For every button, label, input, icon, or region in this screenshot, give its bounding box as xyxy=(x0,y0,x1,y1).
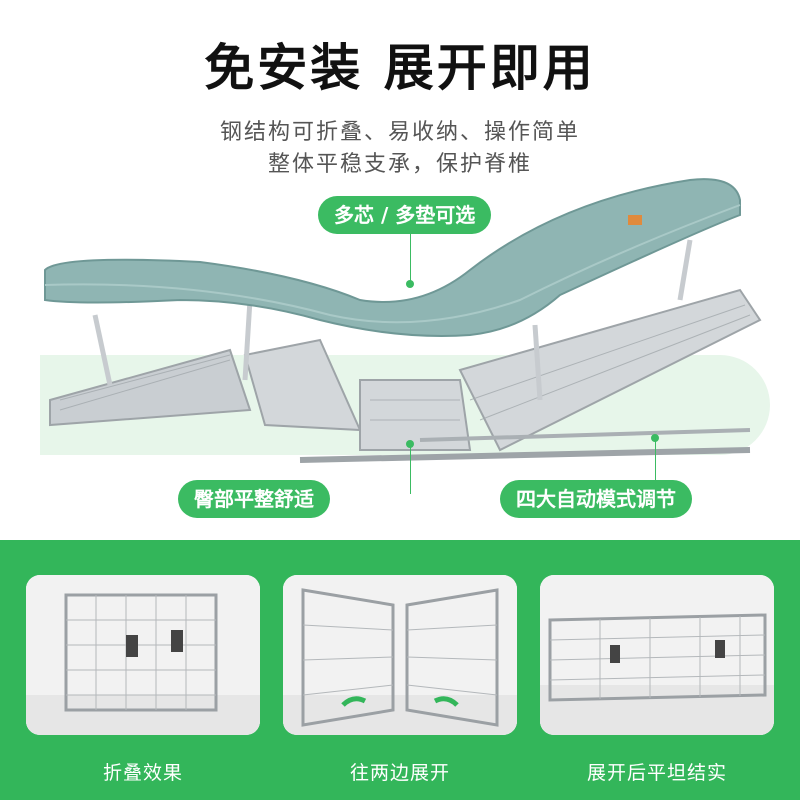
flat-frame-photo xyxy=(540,575,774,735)
gallery-card-unfolding xyxy=(283,575,517,735)
hero-section: 免安装 展开即用 钢结构可折叠、易收纳、操作简单 整体平稳支承，保护脊椎 xyxy=(40,39,770,518)
arrow-right-icon xyxy=(433,696,459,707)
folded-frame-photo xyxy=(26,575,260,735)
gallery-card-folded xyxy=(26,575,260,735)
mattress xyxy=(44,178,741,337)
callout-leader-top xyxy=(410,234,411,282)
unfolding-frame-photo xyxy=(283,575,517,735)
subtitle-line-1: 钢结构可折叠、易收纳、操作简单 xyxy=(219,120,580,145)
callout-dot-top xyxy=(406,280,414,288)
bed-frame xyxy=(49,239,762,463)
gallery-card-flat xyxy=(540,575,774,735)
subtitle-line-2: 整体平稳支承，保护脊椎 xyxy=(267,152,532,177)
mattress-tag-icon xyxy=(628,215,642,225)
callout-leader-left xyxy=(410,442,411,494)
callout-dot-left xyxy=(406,440,414,448)
callout-leader-right xyxy=(655,438,656,480)
gallery-caption-folded: 折叠效果 xyxy=(102,762,183,784)
arrow-left-icon xyxy=(341,696,367,707)
callout-auto-modes: 四大自动模式调节 xyxy=(500,480,692,518)
page-title: 免安装 展开即用 xyxy=(204,39,596,97)
gallery-caption-flat: 展开后平坦结实 xyxy=(586,762,727,784)
callout-hip-comfort: 臀部平整舒适 xyxy=(178,480,330,518)
adjustable-bed-illustration xyxy=(44,178,762,463)
gallery-caption-unfolding: 往两边展开 xyxy=(349,762,450,784)
callout-core-options: 多芯 / 多垫可选 xyxy=(318,196,492,234)
callout-dot-right xyxy=(651,434,659,442)
